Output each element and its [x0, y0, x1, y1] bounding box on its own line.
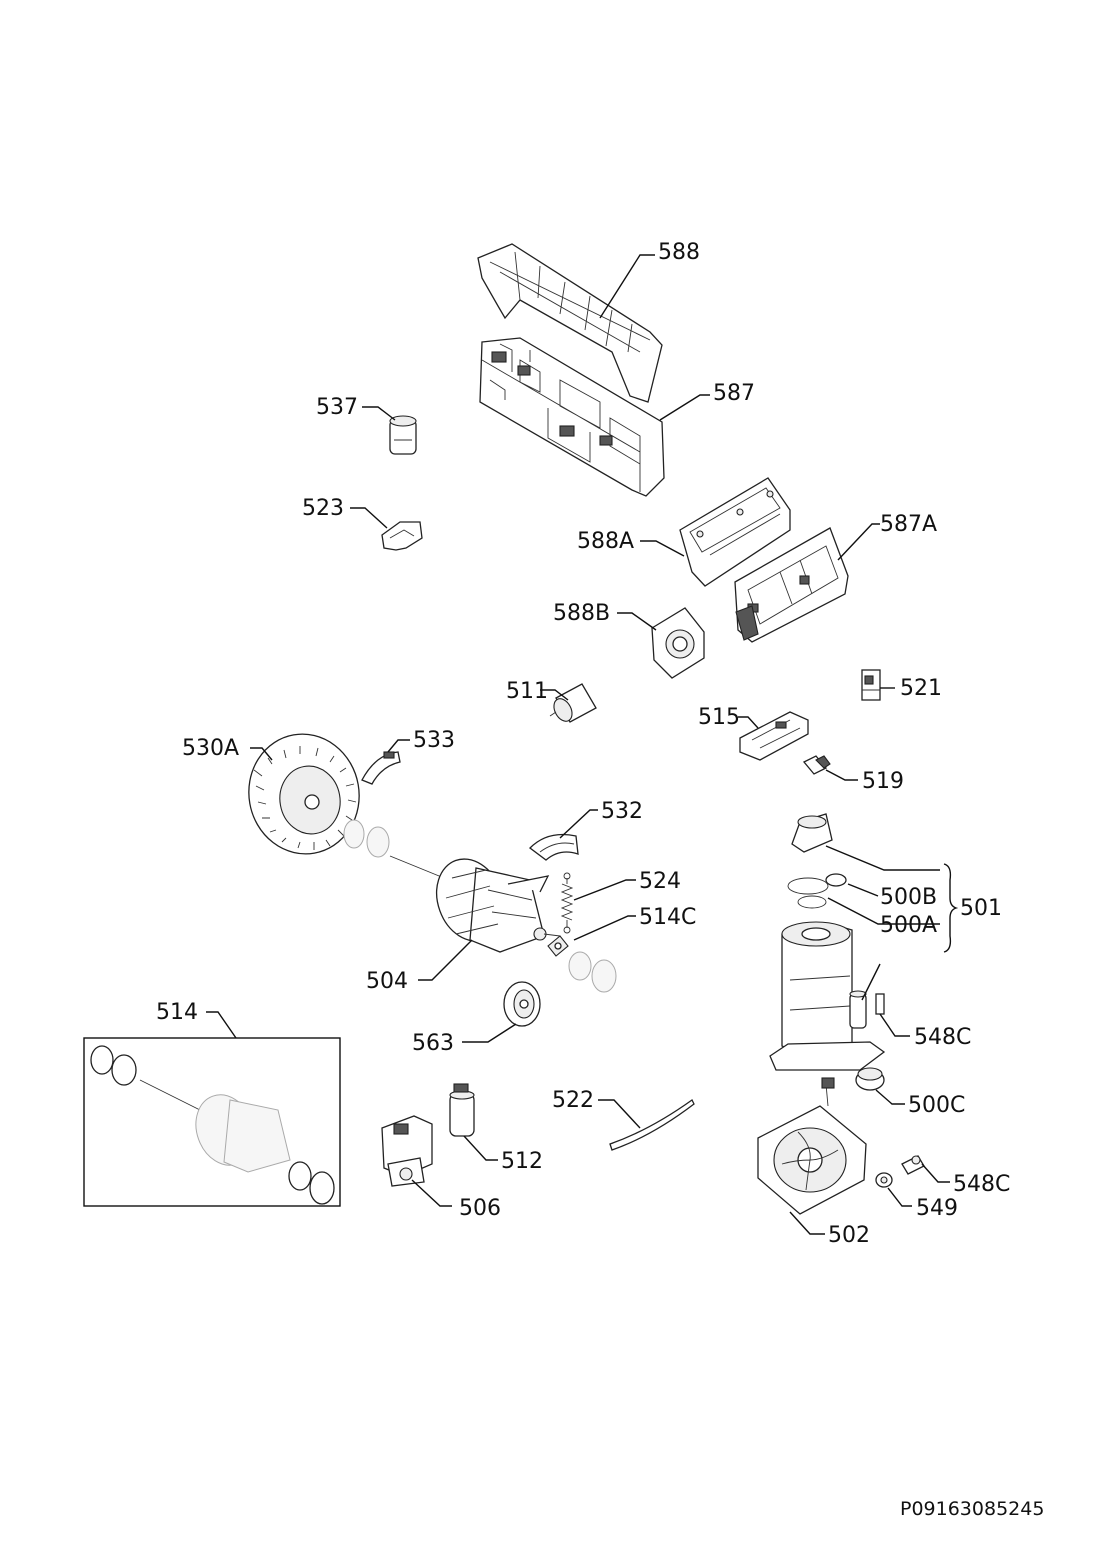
- label-532: 532: [601, 799, 643, 824]
- label-522: 522: [552, 1088, 594, 1113]
- part-587A-board[interactable]: [734, 527, 849, 643]
- bracket-501: [943, 863, 959, 953]
- label-533: 533: [413, 728, 455, 753]
- label-587: 587: [713, 381, 755, 406]
- label-519: 519: [862, 769, 904, 794]
- part-514C-washer[interactable]: [547, 935, 569, 957]
- label-549: 549: [916, 1196, 958, 1221]
- part-504-motor[interactable]: [389, 850, 561, 953]
- part-537-cylinder[interactable]: [389, 415, 417, 455]
- part-548C-lower-pin[interactable]: [901, 1155, 925, 1175]
- part-506-pump[interactable]: [381, 1115, 433, 1187]
- label-512: 512: [501, 1149, 543, 1174]
- label-563: 563: [412, 1031, 454, 1056]
- label-515: 515: [698, 705, 740, 730]
- label-500A: 500A: [880, 913, 937, 938]
- label-501: 501: [960, 896, 1002, 921]
- part-515-sensor[interactable]: [739, 711, 809, 761]
- part-549-grommet[interactable]: [875, 1172, 893, 1188]
- part-588-control-cover[interactable]: [477, 243, 663, 403]
- part-548C-upper-pin[interactable]: [875, 993, 885, 1015]
- bearing-rings-motor-side: [568, 951, 617, 993]
- part-524-spring[interactable]: [560, 872, 574, 934]
- part-500C-grommet[interactable]: [855, 1067, 885, 1091]
- label-514: 514: [156, 1000, 198, 1025]
- label-548C-upper: 548C: [914, 1025, 971, 1050]
- label-588: 588: [658, 240, 700, 265]
- label-588B: 588B: [553, 601, 610, 626]
- label-500B: 500B: [880, 885, 937, 910]
- document-code: P09163085245: [900, 1498, 1045, 1520]
- part-512-capacitor[interactable]: [449, 1083, 475, 1137]
- label-537: 537: [316, 395, 358, 420]
- label-523: 523: [302, 496, 344, 521]
- part-522-strip[interactable]: [609, 1099, 695, 1151]
- label-511: 511: [506, 679, 548, 704]
- label-504: 504: [366, 969, 408, 994]
- label-587A: 587A: [880, 512, 937, 537]
- part-521-switch[interactable]: [861, 669, 881, 701]
- part-519-connector[interactable]: [802, 755, 831, 775]
- part-514-motor-kit[interactable]: [90, 1045, 335, 1205]
- part-588A-frame[interactable]: [679, 477, 791, 587]
- label-500C: 500C: [908, 1093, 965, 1118]
- label-521: 521: [900, 676, 942, 701]
- part-500-compressor-top[interactable]: [787, 813, 847, 909]
- part-511-capacitor[interactable]: [549, 683, 597, 724]
- kit-514-frame: [83, 1037, 341, 1207]
- label-506: 506: [459, 1196, 501, 1221]
- part-530A-fan-wheel[interactable]: [239, 725, 368, 862]
- part-532-clamp[interactable]: [529, 833, 579, 861]
- label-548C-lower: 548C: [953, 1172, 1010, 1197]
- part-502-fan[interactable]: [757, 1077, 867, 1215]
- label-502: 502: [828, 1223, 870, 1248]
- bearing-rings-fan-side: [343, 819, 390, 858]
- label-524: 524: [639, 869, 681, 894]
- part-523-clip[interactable]: [381, 521, 423, 551]
- label-530A: 530A: [182, 736, 239, 761]
- label-588A: 588A: [577, 529, 634, 554]
- part-563-pulley[interactable]: [503, 981, 541, 1027]
- label-514C: 514C: [639, 905, 696, 930]
- compressor-body[interactable]: [769, 921, 886, 1071]
- part-587-main-board[interactable]: [479, 337, 665, 497]
- part-533-bracket[interactable]: [361, 751, 401, 785]
- part-588B-knob-module[interactable]: [651, 607, 705, 679]
